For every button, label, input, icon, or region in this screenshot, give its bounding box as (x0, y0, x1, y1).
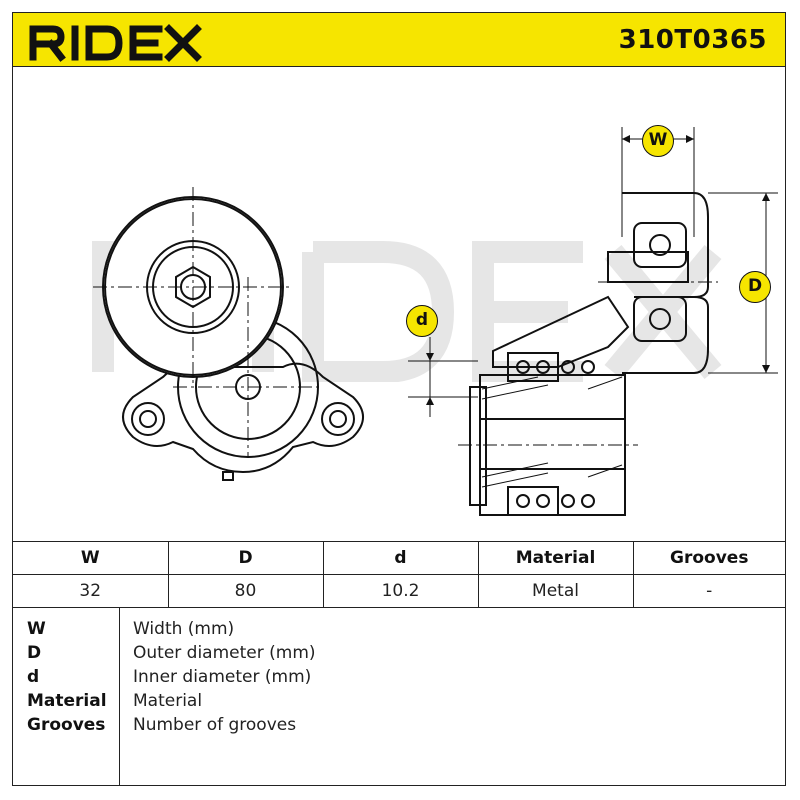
legend-desc: Inner diameter (mm) (133, 667, 312, 687)
part-number: 310T0365 (618, 25, 767, 55)
table-header-row: W D d Material Grooves (13, 541, 785, 575)
table-header-cell: Grooves (632, 541, 785, 575)
table-header-cell: W (13, 541, 169, 575)
legend: W Width (mm) D Outer diameter (mm) d Inn… (13, 607, 785, 785)
legend-desc: Outer diameter (mm) (133, 643, 316, 663)
legend-row: W Width (mm) (13, 619, 785, 643)
table-header-cell: D (167, 541, 324, 575)
legend-key: D (27, 643, 42, 663)
legend-row: D Outer diameter (mm) (13, 643, 785, 667)
spec-table: W D d Material Grooves 32 80 10.2 Metal … (13, 541, 785, 608)
table-cell: Metal (477, 574, 634, 608)
width-badge: W (642, 125, 674, 157)
tensioner-front-view (93, 187, 364, 481)
table-header-cell: d (322, 541, 479, 575)
table-cell: 10.2 (322, 574, 479, 608)
product-sheet: 310T0365 (12, 12, 786, 786)
ridex-logo (29, 24, 202, 62)
legend-key: Material (27, 691, 107, 711)
inner-diameter-badge: d (406, 305, 438, 337)
legend-divider (119, 607, 120, 785)
table-cell: 80 (167, 574, 324, 608)
table-header-cell: Material (477, 541, 634, 575)
legend-key: d (27, 667, 40, 687)
legend-row: Grooves Number of grooves (13, 715, 785, 739)
legend-key: Grooves (27, 715, 106, 735)
table-cell: - (632, 574, 785, 608)
legend-desc: Width (mm) (133, 619, 235, 639)
table-row: 32 80 10.2 Metal - (13, 574, 785, 608)
technical-drawing: W D d (13, 67, 785, 541)
outer-diameter-badge: D (739, 271, 771, 303)
legend-row: Material Material (13, 691, 785, 715)
legend-desc: Material (133, 691, 203, 711)
header-bar: 310T0365 (13, 13, 785, 67)
table-cell: 32 (13, 574, 169, 608)
legend-row: d Inner diameter (mm) (13, 667, 785, 691)
tensioner-section-view (408, 127, 778, 516)
legend-key: W (27, 619, 46, 639)
legend-desc: Number of grooves (133, 715, 297, 735)
